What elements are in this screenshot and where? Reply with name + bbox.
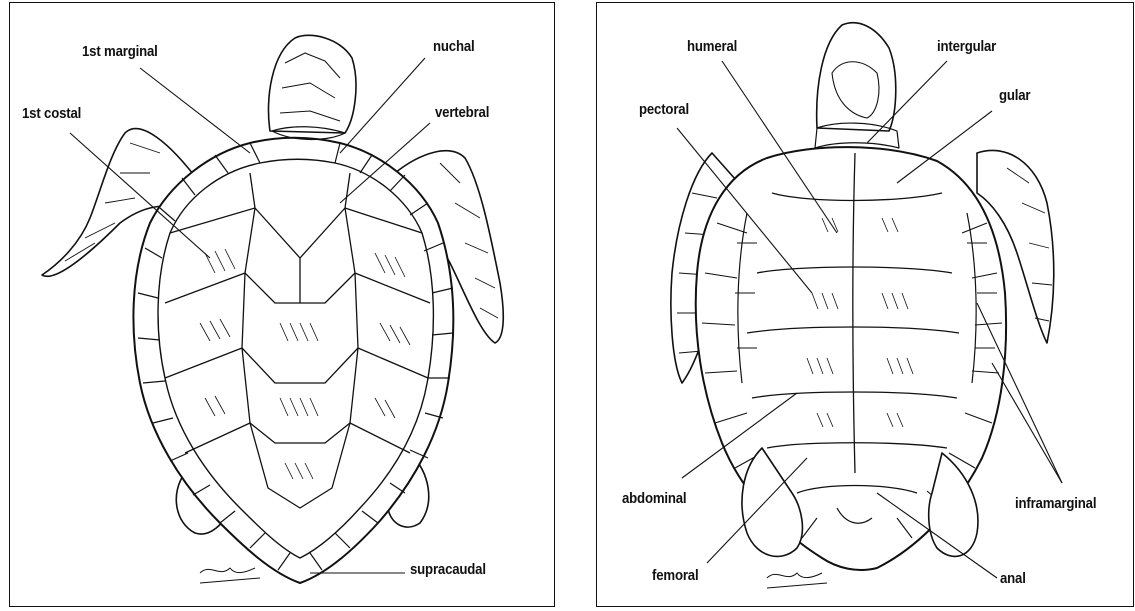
label-vertebral: vertebral [435,104,489,121]
leader-inframarginal-b [992,363,1062,483]
label-femoral: femoral [652,567,698,584]
label-supracaudal: supracaudal [410,561,486,578]
carapace-illustration [10,3,556,608]
label-humeral: humeral [687,38,737,55]
artist-signature [200,568,260,583]
label-inframarginal: inframarginal [1015,495,1096,512]
label-nuchal: nuchal [433,38,474,55]
label-1st-marginal: 1st marginal [82,43,158,60]
label-anal: anal [1000,570,1026,587]
label-abdominal: abdominal [622,490,686,507]
label-1st-costal: 1st costal [22,105,81,122]
plastron-panel: humeral intergular gular pectoral abdomi… [596,2,1134,607]
label-pectoral: pectoral [639,101,689,118]
artist-signature [767,573,827,588]
label-intergular: intergular [937,38,996,55]
plastron-illustration [597,3,1135,608]
carapace-panel: 1st marginal nuchal 1st costal vertebral… [9,2,555,607]
label-gular: gular [999,87,1030,104]
